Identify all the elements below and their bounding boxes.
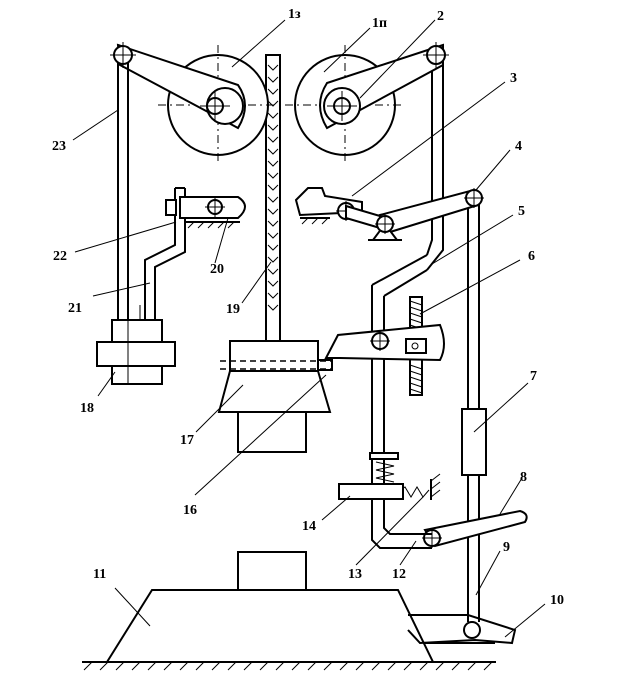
label-3: 3 <box>510 71 517 86</box>
label-7: 7 <box>530 369 537 384</box>
plate-14 <box>338 483 404 500</box>
label-17: 17 <box>180 433 194 448</box>
holder-17 <box>217 340 332 453</box>
label-1z: 1з <box>288 7 301 22</box>
ground <box>82 661 496 671</box>
label-18: 18 <box>80 401 94 416</box>
leader-lines <box>72 19 546 638</box>
label-23: 23 <box>52 139 66 154</box>
clamp-arm-16 <box>317 323 445 371</box>
right-arm <box>319 42 449 130</box>
label-6: 6 <box>528 249 535 264</box>
label-1p: 1п <box>372 16 387 31</box>
label-12: 12 <box>392 567 406 582</box>
label-11: 11 <box>93 567 106 582</box>
weight-18 <box>96 305 176 385</box>
label-4: 4 <box>515 139 522 154</box>
rod-5 <box>426 55 444 271</box>
label-16: 16 <box>183 503 197 518</box>
label-22: 22 <box>53 249 67 264</box>
table-base-11 <box>105 551 435 663</box>
sleeve-7 <box>461 408 487 476</box>
label-14: 14 <box>302 519 316 534</box>
label-9: 9 <box>503 540 510 555</box>
pedal-10 <box>407 614 517 645</box>
label-10: 10 <box>550 593 564 608</box>
rod-9 <box>461 203 487 622</box>
label-8: 8 <box>520 470 527 485</box>
lever-8 <box>422 509 528 548</box>
label-19: 19 <box>226 302 240 317</box>
label-21: 21 <box>68 301 82 316</box>
left-arm <box>110 42 246 130</box>
guide-20 <box>179 196 246 229</box>
label-2: 2 <box>437 9 444 24</box>
label-20: 20 <box>210 262 224 277</box>
label-13: 13 <box>348 567 362 582</box>
saw-band-19 <box>265 54 281 342</box>
label-5: 5 <box>518 204 525 219</box>
linkage-4 <box>345 188 484 241</box>
labels: 1з 1п 2 3 4 5 6 7 8 9 10 11 12 13 14 16 … <box>52 7 564 608</box>
